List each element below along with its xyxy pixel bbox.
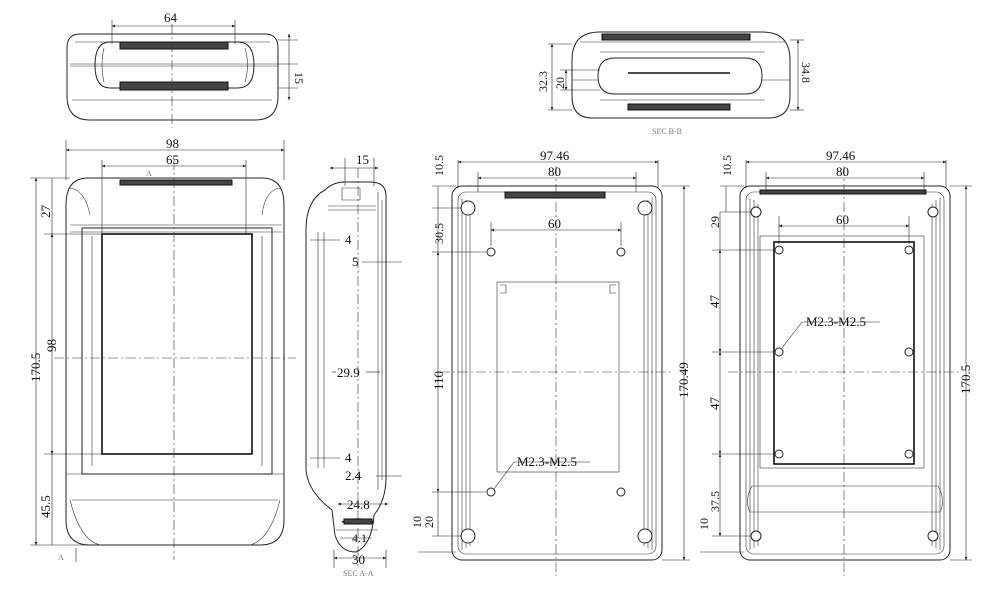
inner2-top-offset-label: 10.5	[720, 155, 734, 176]
inner2-hole-tr	[904, 245, 914, 255]
inner1-corner-tl	[460, 200, 476, 216]
inner1-hole-spacing-x-label: 60	[548, 216, 561, 231]
inner2-corner-br	[927, 530, 939, 542]
inner1-height-label: 170.49	[676, 362, 691, 398]
front-section-marker: A	[146, 169, 152, 178]
inner1-hole-br	[616, 487, 626, 497]
inner2-hole-spacing-x-label: 60	[836, 212, 849, 227]
top-grip-upper	[119, 41, 229, 50]
inner2-hole-tl	[774, 245, 784, 255]
top-width-label: 64	[164, 10, 178, 25]
inner1-hole-tr	[616, 247, 626, 257]
front-bottom-offset-label: 45.5	[38, 495, 53, 518]
top-height-label: 15	[292, 72, 306, 84]
inner-view-2: 97.46 80 60 10.5 29 47 47 37.5 10 170.5 …	[697, 148, 973, 576]
inner2-corner-tl	[750, 206, 762, 218]
inner1-corner-offset-label: 10	[410, 516, 424, 528]
inner1-top-grip	[504, 191, 606, 199]
inner2-spacing-2-label: 47	[707, 397, 722, 411]
inner1-corner-bl	[460, 528, 476, 544]
end-grip-upper	[601, 33, 751, 41]
end-view: 32.3 20 34.8 SEC B-B	[536, 31, 813, 136]
front-window-width-label: 65	[166, 152, 179, 167]
inner2-screw-label: M2.3-M2.5	[806, 314, 866, 329]
front-bottom-marker: A	[58, 553, 64, 562]
front-window-height-label: 98	[44, 339, 59, 352]
inner2-bottom-offset-label: 37.5	[708, 491, 722, 512]
end-height-label: 32.3	[536, 71, 550, 92]
inner1-hole-spacing-y-label: 110	[431, 371, 446, 390]
top-view: 64 15	[66, 10, 306, 128]
inner1-screw-label: M2.3-M2.5	[517, 454, 577, 469]
inner2-top-grip	[759, 189, 927, 195]
side-gap-label: 5	[352, 254, 359, 269]
inner1-hole-tl	[486, 247, 496, 257]
side-base-small-label: 4.1	[352, 531, 367, 545]
inner2-spacing-1-label: 47	[707, 295, 722, 309]
inner2-hole-mr	[904, 347, 914, 357]
inner2-hole-br	[904, 449, 914, 459]
end-section-label: SEC B-B	[652, 127, 682, 136]
front-width-label: 98	[166, 136, 179, 151]
inner2-corner-offset-label: 10	[697, 518, 711, 530]
inner2-hole-bl	[774, 449, 784, 459]
inner1-top-offset-label: 10.5	[432, 155, 446, 176]
end-right-height-label: 34.8	[799, 62, 813, 83]
front-height-label: 170.5	[28, 353, 43, 382]
inner1-corner-br	[637, 528, 653, 544]
side-top-width-label: 15	[356, 152, 369, 167]
inner1-overall-width-label: 97.46	[540, 148, 570, 163]
inner2-hole-ml	[774, 347, 784, 357]
inner1-corner-tr	[637, 200, 653, 216]
side-section-label: SEC A-A	[343, 569, 374, 578]
inner1-hole-offset-label: 30.5	[432, 223, 446, 244]
front-view: 98 65 A 170.5 98 27 45.5 A	[28, 136, 296, 562]
front-grip	[119, 179, 233, 186]
end-inner-label: 20	[553, 77, 567, 89]
inner-view-1: 97.46 80 60 10.5 30.5 110 20 10 170.49 M…	[410, 148, 691, 576]
side-wall-bottom-label: 4	[345, 450, 352, 465]
inner2-corner-bl	[750, 530, 762, 542]
inner2-overall-width-label: 97.46	[826, 148, 856, 163]
inner2-height-label: 170.5	[958, 365, 973, 394]
front-top-offset-label: 27	[38, 205, 53, 219]
inner2-inner-width-label: 80	[836, 164, 849, 179]
inner1-bottom-offset-label: 20	[422, 516, 436, 528]
side-base-width-label: 30	[352, 552, 365, 567]
end-grip-lower	[627, 103, 731, 111]
inner1-hole-bl	[486, 487, 496, 497]
inner2-corner-tr	[927, 206, 939, 218]
inner2-hole-offset-label: 29	[708, 216, 722, 228]
side-view: 15 4 5 29.9 4 2.4 24.8 4.1 30 SEC A-A	[305, 152, 402, 578]
side-wall-top-label: 4	[345, 232, 352, 247]
inner1-inner-width-label: 80	[548, 164, 561, 179]
top-grip-lower	[119, 81, 229, 91]
side-step-label: 2.4	[345, 468, 362, 483]
side-base-inner-label: 24.8	[347, 497, 370, 512]
side-thickness-label: 29.9	[337, 365, 360, 380]
